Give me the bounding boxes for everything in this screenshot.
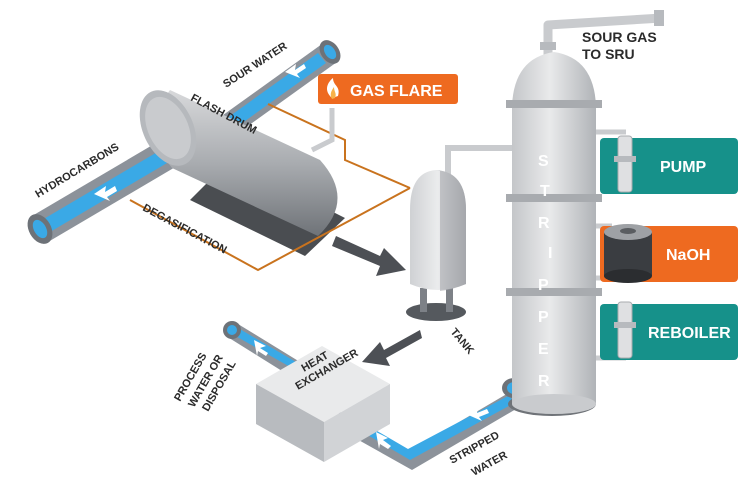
reboiler-icon bbox=[614, 301, 636, 359]
reboiler-label: REBOILER bbox=[648, 325, 731, 342]
flow-arrow-icon bbox=[285, 64, 306, 78]
stripper-letter: P bbox=[538, 277, 549, 294]
flow-arrow-icon bbox=[376, 432, 391, 449]
pump-icon bbox=[614, 135, 636, 193]
gas-flare-box bbox=[318, 74, 458, 104]
stripper-letter: S bbox=[538, 153, 549, 170]
stripper-letter: T bbox=[540, 183, 550, 200]
stripper-letter: P bbox=[538, 309, 549, 326]
flow-arrow-tank-to-exchanger-icon bbox=[362, 330, 422, 366]
reboiler-box bbox=[600, 304, 738, 360]
pump-label: PUMP bbox=[660, 159, 707, 176]
flow-arrow-icon bbox=[254, 340, 268, 356]
sour-gas-label-line2: TO SRU bbox=[582, 46, 635, 62]
stripper-letter: R bbox=[538, 215, 550, 232]
heat-exchanger bbox=[256, 346, 390, 462]
sour-water-pipe bbox=[205, 40, 341, 146]
flash-drum bbox=[139, 90, 345, 256]
stripper-column bbox=[506, 52, 602, 416]
sour-gas-label-line1: SOUR GAS bbox=[582, 29, 657, 45]
flow-arrow-drum-to-tank-icon bbox=[332, 236, 406, 276]
naoh-drum-icon bbox=[604, 224, 652, 283]
gas-flare bbox=[310, 74, 458, 153]
tank bbox=[406, 145, 520, 321]
pump-box bbox=[600, 138, 738, 194]
stripper-letter: R bbox=[538, 373, 550, 390]
stripper-letter: E bbox=[538, 341, 549, 358]
gas-flare-label: GAS FLARE bbox=[350, 83, 443, 100]
process-water-pipe bbox=[223, 321, 300, 376]
tank-label: TANK bbox=[448, 326, 476, 357]
stripper-label: S T R I P P E R bbox=[538, 153, 552, 390]
degasification-boundary bbox=[129, 103, 411, 272]
naoh-label: NaOH bbox=[666, 247, 710, 264]
hydrocarbons-pipe bbox=[27, 130, 194, 244]
flow-arrow-icon bbox=[94, 186, 117, 201]
stripper-letter: I bbox=[548, 245, 552, 262]
flame-icon bbox=[327, 78, 339, 98]
flow-arrow-icon bbox=[466, 408, 489, 421]
